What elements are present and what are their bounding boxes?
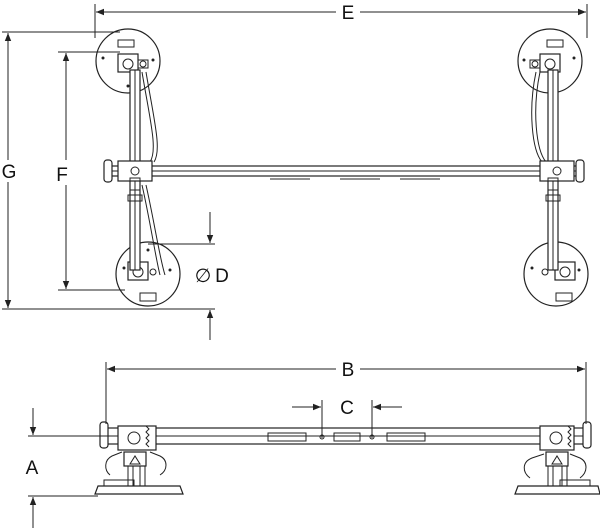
label-f: F xyxy=(56,165,68,186)
label-e: E xyxy=(342,3,355,24)
dimension-d: ∅ D xyxy=(148,212,229,340)
dimension-b: B xyxy=(105,360,587,424)
dimension-g: G xyxy=(2,31,215,310)
dimension-f: F xyxy=(56,51,125,291)
dimension-e: E xyxy=(94,3,588,38)
label-a: A xyxy=(26,458,39,479)
label-g: G xyxy=(2,162,17,183)
label-b: B xyxy=(342,360,355,381)
suction-pad-top-left xyxy=(95,28,161,94)
label-d: D xyxy=(215,266,229,287)
dimension-c: C xyxy=(292,398,402,438)
side-view: B C A xyxy=(26,360,600,528)
top-view: E G F ∅ D xyxy=(2,3,589,340)
side-lifter-left xyxy=(94,425,184,495)
label-c: C xyxy=(340,398,354,419)
side-beam xyxy=(99,421,592,449)
dimension-a: A xyxy=(26,408,118,528)
suction-pad-bottom-left xyxy=(115,241,181,307)
suction-pad-top-right xyxy=(517,28,583,94)
diameter-symbol: ∅ xyxy=(195,266,212,287)
side-lifter-right xyxy=(514,425,600,495)
suction-pad-bottom-right xyxy=(523,241,589,307)
cross-beam xyxy=(103,159,585,191)
